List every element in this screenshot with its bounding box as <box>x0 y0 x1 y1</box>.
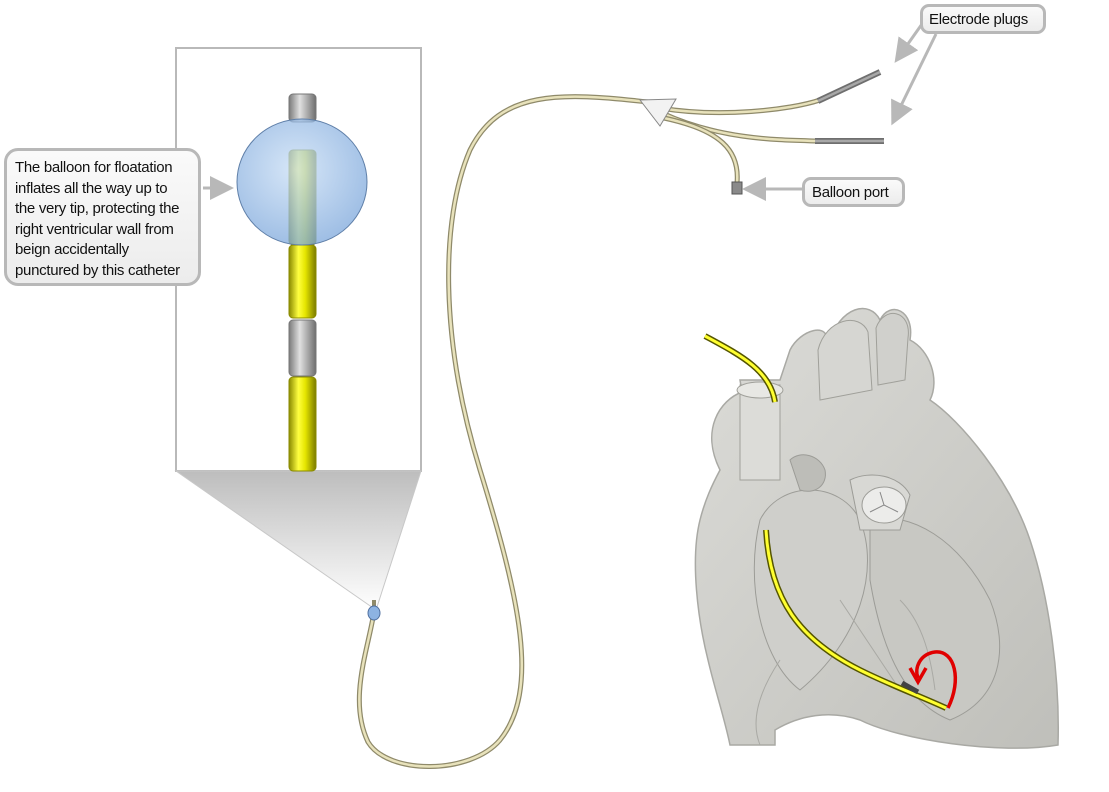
catheter-electrode-in-heart <box>900 680 920 695</box>
balloon-note-callout: The balloon for floatation inflates all … <box>4 148 201 286</box>
electrode-plugs-callout: Electrode plugs <box>920 4 1046 34</box>
heart-illustration <box>694 307 1059 749</box>
catheter-tube <box>356 69 884 769</box>
magnified-view <box>174 47 422 611</box>
loop-arrow <box>915 650 957 709</box>
balloon-note-text: The balloon for floatation inflates all … <box>15 159 180 279</box>
catheter-tip-balloon <box>367 605 381 621</box>
balloon-port <box>731 181 743 195</box>
balloon-port-callout: Balloon port <box>802 177 905 207</box>
catheter-hub <box>639 98 677 127</box>
electrode-plugs-label: Electrode plugs <box>929 11 1028 28</box>
annotation-arrows <box>203 23 938 201</box>
floatation-balloon <box>236 118 368 246</box>
catheter-in-heart <box>703 333 957 711</box>
electrode-tip-segment <box>288 93 317 123</box>
balloon-port-label: Balloon port <box>812 184 889 201</box>
electrode-ring-segment <box>288 319 317 377</box>
